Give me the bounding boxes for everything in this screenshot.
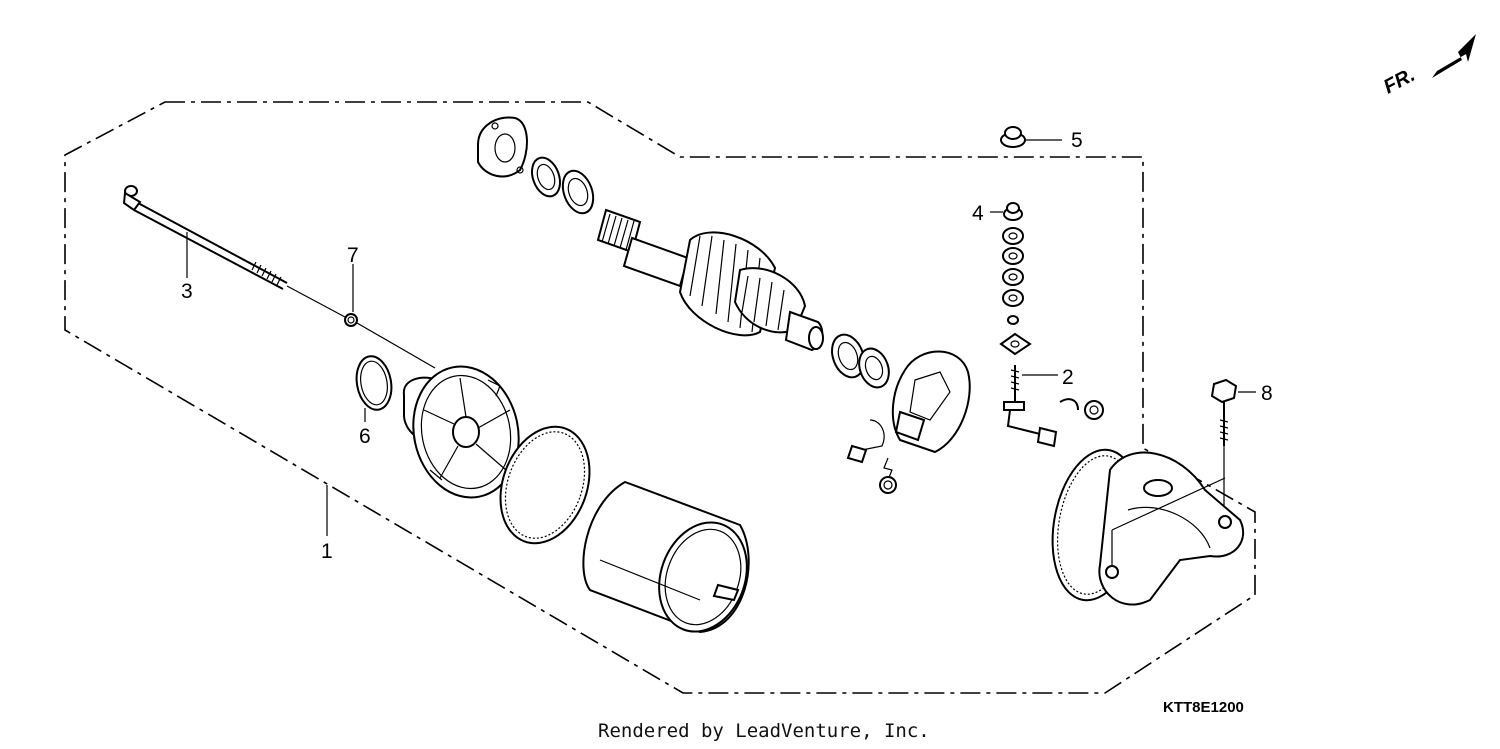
footer-credit: Rendered by LeadVenture, Inc.	[598, 720, 930, 742]
assembly-boundary	[64, 101, 1256, 694]
callout-5: 5	[1071, 129, 1083, 152]
terminal-bolt	[1003, 365, 1104, 448]
callout-4: 4	[972, 202, 984, 225]
callout-8: 8	[1261, 382, 1273, 405]
rear-housing	[1051, 448, 1245, 606]
callout-3: 3	[181, 280, 193, 303]
front-arrow-icon	[1432, 34, 1476, 78]
callout-1: 1	[321, 540, 333, 563]
end-plate-gasket	[477, 116, 528, 178]
through-bolt	[122, 185, 346, 318]
front-direction-label: FR.	[1380, 64, 1419, 99]
armature-washers-bottom	[831, 333, 890, 389]
callout-2: 2	[1062, 366, 1074, 389]
armature	[596, 208, 824, 352]
housing-gasket	[499, 425, 591, 545]
mounting-bolt	[1210, 378, 1256, 515]
callout-6: 6	[359, 425, 371, 448]
nut-top	[1000, 126, 1062, 148]
brush-holder	[846, 350, 971, 494]
front-bracket	[402, 365, 520, 499]
callout-7: 7	[347, 244, 359, 267]
front-direction-indicator: FR.	[1380, 34, 1476, 98]
terminal-washer-stack	[990, 202, 1032, 356]
o-ring-large	[355, 355, 393, 411]
armature-washers-top	[530, 156, 595, 215]
drawing-code: KTT8E1200	[1163, 699, 1244, 716]
o-ring-small	[344, 313, 436, 369]
motor-yoke	[582, 480, 750, 634]
